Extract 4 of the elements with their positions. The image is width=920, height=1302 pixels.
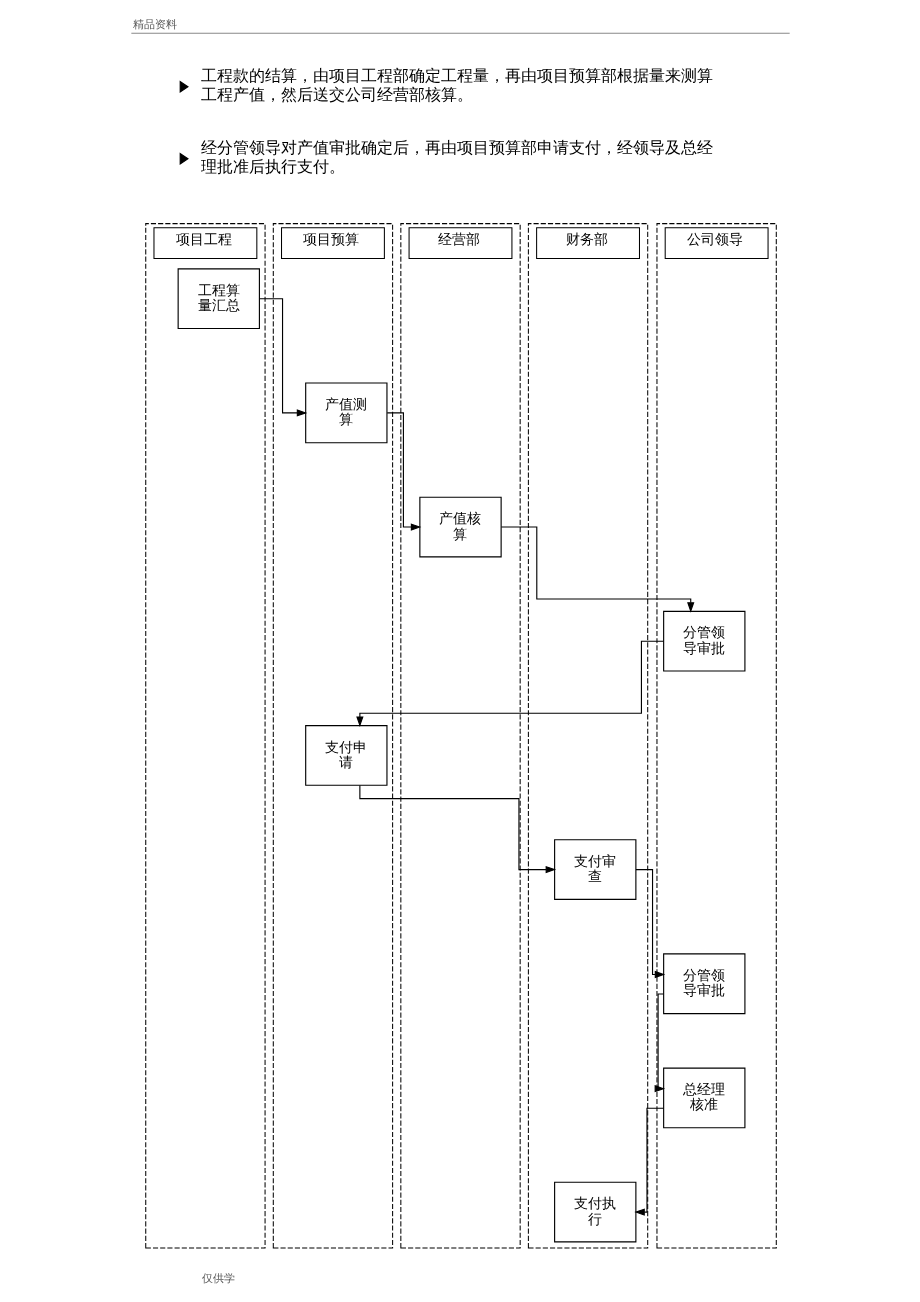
label: 工程款的结算，由项目工程部确定工程量，再由项目预算部根据量来测算工程产值，然后送交公司经营部核算。 <box>200 66 713 104</box>
label: 仅供学 <box>201 1271 235 1285</box>
label: 精品资料 <box>132 17 177 31</box>
label: 经分管领导对产值审批确定后，再由项目预算部申请支付，经领导及总经理批准后执行支付。 <box>200 138 713 176</box>
